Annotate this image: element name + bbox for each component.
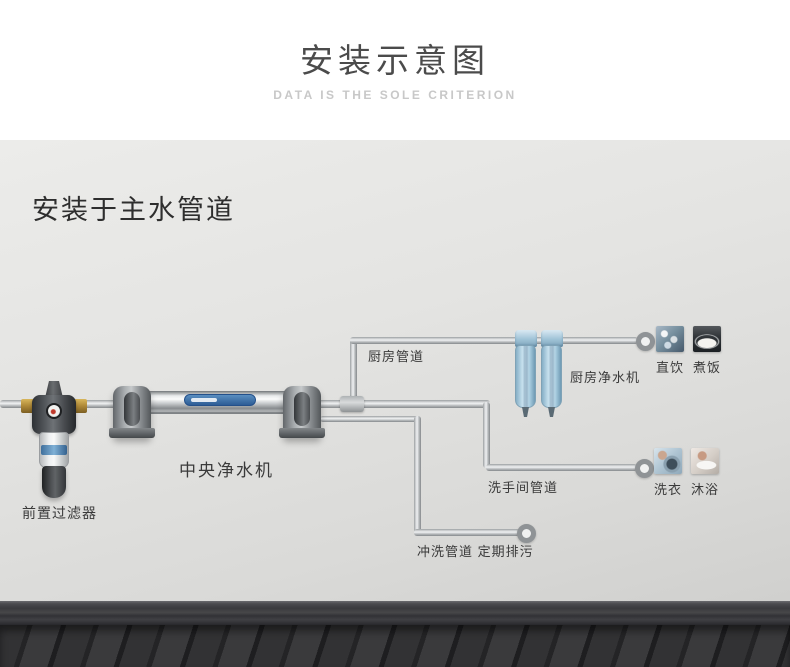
rice-cooking-label: 煮饭	[693, 360, 722, 375]
flush-pipe-run	[414, 529, 520, 536]
cartridge-nipple-right	[548, 407, 555, 417]
laundry-icon	[654, 448, 682, 474]
flush-outlet-ring	[517, 524, 536, 543]
bathroom-pipe-run	[486, 464, 637, 471]
drinking-water-label: 直饮	[656, 360, 685, 375]
rice-cooking-icon	[693, 326, 722, 352]
drinking-water-icon	[656, 326, 684, 352]
bracket-slot	[124, 392, 140, 426]
flush-pipe-label: 冲洗管道 定期排污	[417, 544, 534, 559]
outlet-item-drinking: 直饮	[656, 326, 684, 376]
central-purifier-label: 中央净水机	[179, 461, 274, 480]
kitchen-pipe-run	[350, 337, 638, 344]
bath-icon	[691, 448, 720, 474]
outlet-item-laundry: 洗衣	[654, 448, 682, 498]
pre-filter-bowl	[39, 432, 69, 468]
pre-filter-label: 前置过滤器	[22, 505, 97, 521]
pressure-gauge-icon	[46, 403, 62, 419]
filter-cartridge-left	[515, 345, 536, 408]
brass-inlet-fitting	[21, 399, 35, 413]
section-heading: 安装于主水管道	[32, 195, 235, 225]
mounting-bracket-right	[279, 386, 325, 438]
brand-badge-text-mark	[191, 398, 217, 402]
page-title: 安装示意图	[300, 42, 490, 79]
wall-background	[0, 140, 790, 601]
bracket-foot	[279, 428, 325, 438]
laundry-label: 洗衣	[654, 482, 683, 497]
bracket-slot	[294, 392, 310, 426]
cartridge-nipple-left	[522, 407, 529, 417]
wood-floor	[0, 625, 790, 667]
wall-baseboard	[0, 601, 790, 625]
central-purifier-brand-badge	[184, 394, 256, 406]
bracket-foot	[109, 428, 155, 438]
tee-fitting	[340, 396, 364, 412]
bathroom-pipe-drop	[483, 402, 490, 468]
flush-pipe-offtake	[320, 416, 420, 422]
outlet-item-bath: 沐浴	[691, 448, 720, 498]
bathroom-outlet-ring	[635, 459, 654, 478]
kitchen-pipe-label: 厨房管道	[368, 349, 425, 364]
pre-filter-knob	[45, 381, 63, 398]
pre-filter-bowl-badge	[41, 445, 67, 455]
central-purifier-device	[109, 383, 325, 441]
kitchen-pipe-riser	[350, 339, 357, 404]
pre-filter-device	[21, 380, 88, 500]
mounting-bracket-left	[109, 386, 155, 438]
bathroom-outlet-group: 洗衣 沐浴	[654, 448, 720, 498]
bathroom-pipe-label: 洗手间管道	[488, 480, 559, 495]
kitchen-outlet-group: 直饮 煮饭	[656, 326, 722, 376]
filter-cartridge-right	[541, 345, 562, 408]
pre-filter-drain-cap	[42, 466, 66, 498]
header-band: 安装示意图 DATA IS THE SOLE CRITERION	[0, 0, 790, 140]
outlet-item-rice: 煮饭	[693, 326, 722, 376]
cartridge-cap-right	[541, 330, 563, 347]
page-subtitle: DATA IS THE SOLE CRITERION	[273, 88, 517, 102]
flush-pipe-drop	[414, 416, 421, 535]
kitchen-outlet-ring	[636, 332, 655, 351]
cartridge-cap-left	[515, 330, 537, 347]
brass-outlet-fitting	[73, 399, 87, 413]
kitchen-purifier-device	[513, 330, 567, 422]
kitchen-purifier-label: 厨房净水机	[570, 370, 641, 385]
bath-label: 沐浴	[691, 482, 720, 497]
